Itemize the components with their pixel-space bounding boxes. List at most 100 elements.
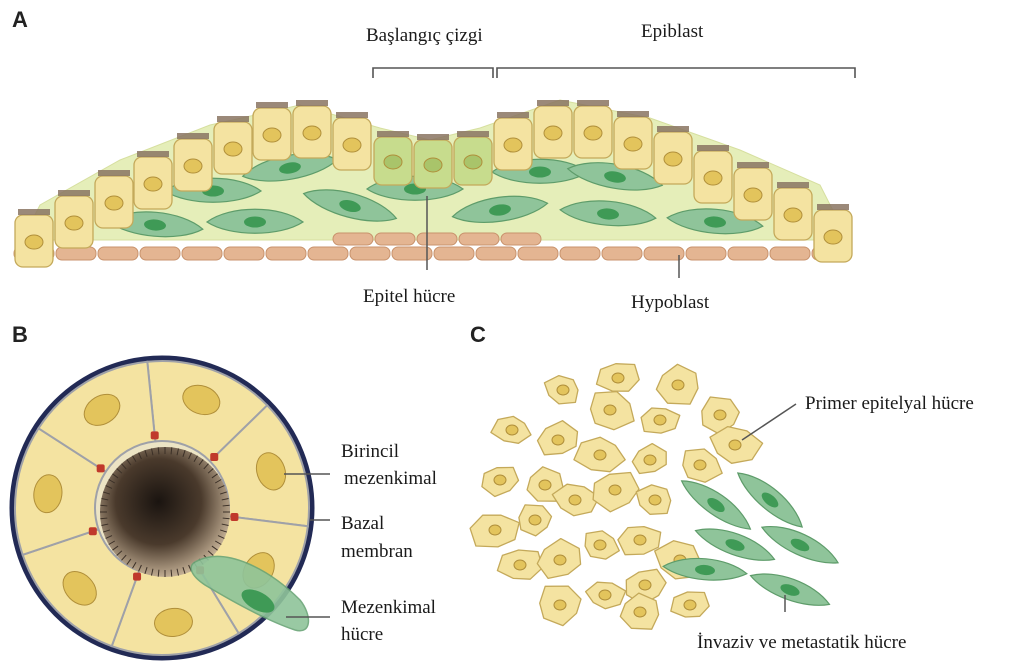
epiblast-microvilli xyxy=(777,182,809,188)
panel-label-c: C xyxy=(470,322,486,348)
hypoblast-cell xyxy=(728,247,768,260)
hypoblast-label: Hypoblast xyxy=(631,292,709,315)
epiblast-microvilli xyxy=(217,116,249,122)
epiblast-nucleus xyxy=(144,177,162,191)
hypoblast-cell xyxy=(308,247,348,260)
epiblast-microvilli xyxy=(497,112,529,118)
hypoblast-cell xyxy=(602,247,642,260)
epithelial-nucleus xyxy=(634,535,646,545)
hypoblast-cell xyxy=(476,247,516,260)
epithelial-nucleus xyxy=(672,380,684,390)
epithelial-nucleus xyxy=(714,410,726,420)
epithelial-nucleus xyxy=(644,455,656,465)
epiblast-microvilli xyxy=(617,111,649,117)
epithelial-nucleus xyxy=(529,515,541,525)
epithelial-nucleus xyxy=(634,607,646,617)
epiblast-nucleus xyxy=(704,171,722,185)
hypoblast-cell xyxy=(392,247,432,260)
epiblast-nucleus xyxy=(584,126,602,140)
hypoblast-cell xyxy=(434,247,474,260)
epiblast-microvilli xyxy=(177,133,209,139)
hypoblast-cell xyxy=(518,247,558,260)
epiblast-microvilli xyxy=(417,134,449,140)
epiblast-nucleus xyxy=(744,188,762,202)
tight-junction xyxy=(230,513,238,521)
epithelial-nucleus xyxy=(639,580,651,590)
epithelial-nucleus xyxy=(552,435,564,445)
primitive-streak-bracket xyxy=(373,68,493,78)
epiblast-microvilli xyxy=(256,102,288,108)
hypoblast-cell xyxy=(644,247,684,260)
panel-c-artwork xyxy=(470,364,843,630)
epithelial-nucleus xyxy=(694,460,706,470)
epiblast-nucleus xyxy=(184,159,202,173)
epithelial-nucleus xyxy=(594,450,606,460)
hypoblast-cell xyxy=(224,247,264,260)
epiblast-microvilli xyxy=(817,204,849,210)
epithelial-nucleus xyxy=(514,560,526,570)
epiblast-nucleus xyxy=(263,128,281,142)
epiblast-nucleus xyxy=(343,138,361,152)
tight-junction xyxy=(151,431,159,439)
epithelial-nucleus xyxy=(494,475,506,485)
hypoblast-cell xyxy=(98,247,138,260)
panel-label-b: B xyxy=(12,322,28,348)
epiblast-nucleus xyxy=(224,142,242,156)
primary-mesenchymal-label-line1: Birincil xyxy=(341,441,399,464)
epiblast-microvilli xyxy=(537,100,569,106)
epithelial-nucleus xyxy=(612,373,624,383)
epithelial-nucleus xyxy=(594,540,606,550)
epithelial-nucleus xyxy=(609,485,621,495)
hypoblast-cell xyxy=(140,247,180,260)
hypoblast-cell xyxy=(459,233,499,245)
epithelial-nucleus xyxy=(729,440,741,450)
epiblast-nucleus xyxy=(384,155,402,169)
invasive-metastatic-cells xyxy=(662,464,843,613)
epithelial-nucleus xyxy=(554,600,566,610)
epithelial-nucleus xyxy=(569,495,581,505)
epiblast-nucleus xyxy=(65,216,83,230)
hypoblast-cell xyxy=(350,247,390,260)
epithelial-nucleus xyxy=(539,480,551,490)
tight-junction xyxy=(97,464,105,472)
hypoblast-cell xyxy=(375,233,415,245)
epithelial-nucleus xyxy=(557,385,569,395)
epiblast-microvilli xyxy=(657,126,689,132)
panel-label-a: A xyxy=(12,7,28,33)
epithelial-nucleus xyxy=(554,555,566,565)
epiblast-microvilli xyxy=(457,131,489,137)
hypoblast-cell xyxy=(501,233,541,245)
epiblast-nucleus xyxy=(624,137,642,151)
epiblast-label: Epiblast xyxy=(641,21,703,44)
epiblast-nucleus xyxy=(664,152,682,166)
tight-junction xyxy=(89,527,97,535)
basal-membrane-label-line2: membran xyxy=(341,541,413,564)
hypoblast-cell xyxy=(182,247,222,260)
epithelial-nucleus xyxy=(649,495,661,505)
tight-junction xyxy=(133,573,141,581)
epiblast-microvilli xyxy=(577,100,609,106)
primary-epithelial-pointer xyxy=(742,404,796,440)
epiblast-microvilli xyxy=(58,190,90,196)
epiblast-nucleus xyxy=(25,235,43,249)
epithelial-nucleus xyxy=(599,590,611,600)
hypoblast-cell xyxy=(56,247,96,260)
epiblast-nucleus xyxy=(105,196,123,210)
primary-mesenchymal-label-line2: mezenkimal xyxy=(344,468,437,491)
epithelial-nucleus xyxy=(506,425,518,435)
epiblast-microvilli xyxy=(296,100,328,106)
hypoblast-cell xyxy=(266,247,306,260)
hypoblast-cell xyxy=(686,247,726,260)
epiblast-nucleus xyxy=(424,158,442,172)
mesenchymal-cell-label-line1: Mezenkimal xyxy=(341,597,436,620)
hypoblast-cell xyxy=(417,233,457,245)
basal-membrane-label-line1: Bazal xyxy=(341,513,384,536)
mesenchymal-nucleus xyxy=(244,217,266,228)
epithelial-nucleus xyxy=(604,405,616,415)
panel-b-artwork xyxy=(12,358,330,658)
epiblast-microvilli xyxy=(377,131,409,137)
epithelial-nucleus xyxy=(654,415,666,425)
epiblast-microvilli xyxy=(697,145,729,151)
epiblast-nucleus xyxy=(784,208,802,222)
mesenchymal-nucleus xyxy=(529,167,551,178)
